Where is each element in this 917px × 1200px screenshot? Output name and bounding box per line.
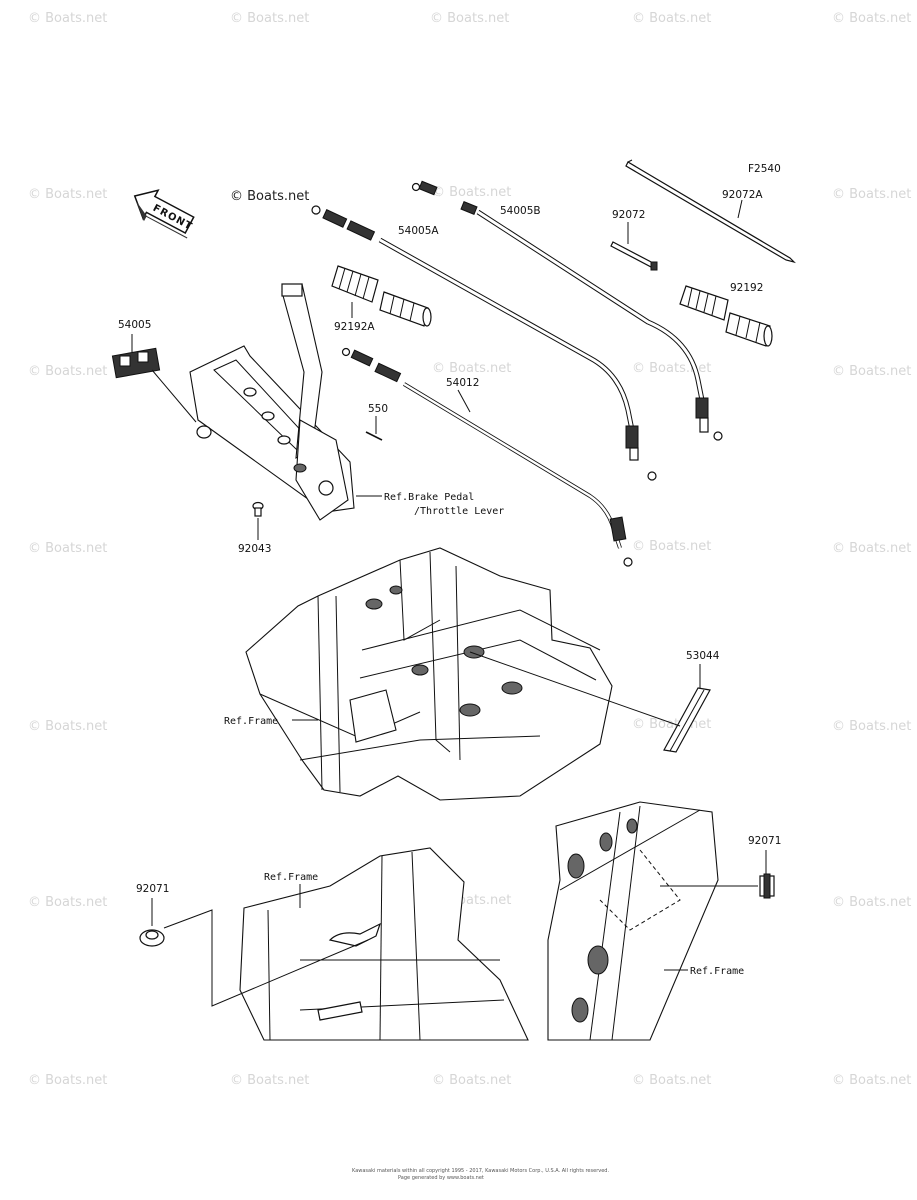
label-54005B: 54005B xyxy=(500,205,541,217)
front-arrow-icon: FRONT xyxy=(133,189,195,239)
frame-middle xyxy=(245,547,613,801)
part-92192A xyxy=(331,265,432,327)
label-54005A: 54005A xyxy=(398,225,439,237)
watermark: © Boats.net xyxy=(632,539,711,554)
watermark: © Boats.net xyxy=(832,11,911,26)
watermark: © Boats.net xyxy=(632,717,711,732)
watermark: © Boats.net xyxy=(28,1073,107,1088)
label-92071-right: 92071 xyxy=(748,835,781,847)
ref-frame-bottom-left: Ref.Frame xyxy=(264,872,318,883)
ref-frame-middle: Ref.Frame xyxy=(224,716,278,727)
part-92192 xyxy=(679,285,773,347)
part-92071-left xyxy=(139,929,165,947)
watermark: © Boats.net xyxy=(432,361,511,376)
ref-brake-pedal: Ref.Brake Pedal xyxy=(384,492,474,503)
watermark: © Boats.net xyxy=(632,1073,711,1088)
ref-throttle-lever: /Throttle Lever xyxy=(414,506,504,517)
part-54005B xyxy=(411,180,723,441)
part-92072A xyxy=(625,159,796,264)
label-92072: 92072 xyxy=(612,209,645,221)
label-53044: 53044 xyxy=(686,650,720,662)
watermark: © Boats.net xyxy=(832,364,911,379)
ref-frame-bottom-right: Ref.Frame xyxy=(690,966,744,977)
part-92072 xyxy=(610,241,658,271)
frame-bottom-left xyxy=(239,847,529,1041)
label-92071-left: 92071 xyxy=(136,883,169,895)
watermark: © Boats.net xyxy=(28,364,107,379)
watermark: © Boats.net xyxy=(432,185,511,200)
part-54012 xyxy=(341,347,633,567)
watermark: © Boats.net xyxy=(28,895,107,910)
watermark: © Boats.net xyxy=(432,1073,511,1088)
watermark: © Boats.net xyxy=(832,1073,911,1088)
part-53044 xyxy=(663,687,711,753)
watermark: © Boats.net xyxy=(28,11,107,26)
watermark-layer: © Boats.net © Boats.net © Boats.net © Bo… xyxy=(28,11,911,1088)
watermark: © Boats.net xyxy=(832,541,911,556)
watermark: © Boats.net xyxy=(28,719,107,734)
watermark: © Boats.net xyxy=(832,719,911,734)
label-550: 550 xyxy=(368,403,388,415)
part-92071-right xyxy=(759,873,775,899)
footer-line-1: Kawasaki materials within all copyright … xyxy=(352,1168,609,1174)
figure-code: F2540 xyxy=(748,163,781,175)
part-54005A xyxy=(311,205,657,481)
brake-pedal-assembly xyxy=(189,283,355,521)
watermark: © Boats.net xyxy=(632,11,711,26)
watermark: © Boats.net xyxy=(430,11,509,26)
watermark: © Boats.net xyxy=(230,1073,309,1088)
part-54005 xyxy=(111,347,212,439)
watermark: © Boats.net xyxy=(28,187,107,202)
label-92072A: 92072A xyxy=(722,189,763,201)
watermark: © Boats.net xyxy=(28,541,107,556)
part-92043 xyxy=(252,501,264,517)
part-550 xyxy=(365,431,383,441)
watermark: © Boats.net xyxy=(832,187,911,202)
label-54012: 54012 xyxy=(446,377,479,389)
label-54005: 54005 xyxy=(118,319,151,331)
footer-line-2: Page generated by www.boats.net xyxy=(398,1175,484,1181)
frame-bottom-right xyxy=(547,801,719,1041)
watermark: © Boats.net xyxy=(230,11,309,26)
watermark: © Boats.net xyxy=(832,895,911,910)
label-92192A: 92192A xyxy=(334,321,375,333)
watermark: © Boats.net xyxy=(632,361,711,376)
diagram-watermark: © Boats.net xyxy=(230,189,309,204)
label-92192: 92192 xyxy=(730,282,763,294)
label-92043: 92043 xyxy=(238,543,271,555)
